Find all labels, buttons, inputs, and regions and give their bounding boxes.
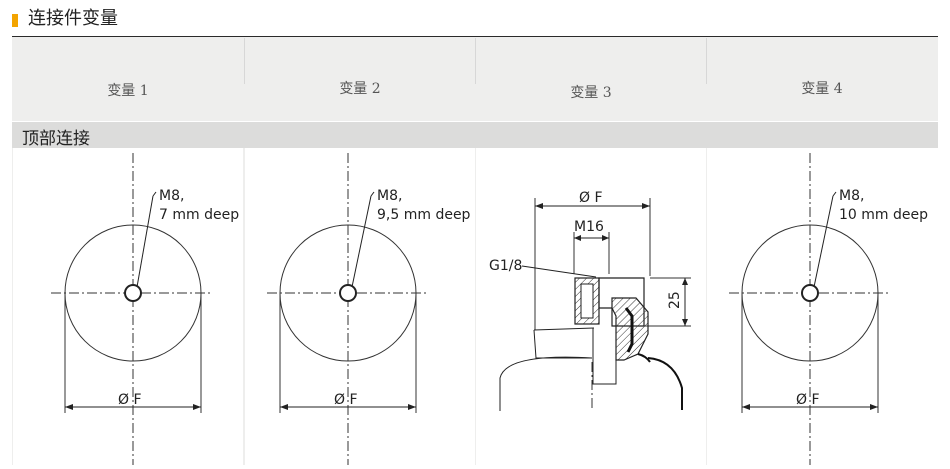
variant-4-label: 变量 4: [801, 81, 843, 97]
thread-callout: M8,: [377, 188, 402, 204]
thread-label: M16: [574, 219, 604, 235]
variant-separator: [244, 38, 245, 84]
variant-2-label: 变量 2: [339, 81, 381, 97]
depth-callout: 9,5 mm deep: [377, 207, 471, 223]
height-label: 25: [667, 291, 683, 309]
variant-1-header: 变量 1: [13, 38, 243, 99]
variant-3-drawing: Ø F M16 G1/8 25: [489, 190, 691, 411]
variant-1-label: 变量 1: [107, 83, 149, 99]
variant-3-label: 变量 3: [570, 85, 612, 101]
port-label: G1/8: [489, 258, 522, 274]
cap-outline: [598, 277, 645, 327]
variant-4-header: 变量 4: [707, 38, 937, 97]
variant-separator: [475, 38, 476, 84]
section-band: [12, 122, 938, 148]
body-outline: [533, 329, 592, 359]
drawing-panel-variant-1: M8, 7 mm deep Ø F: [13, 148, 243, 465]
thread-callout: M8,: [839, 188, 864, 204]
variant-separator: [706, 38, 707, 84]
diameter-label: Ø F: [334, 392, 358, 408]
diameter-label: Ø F: [579, 190, 603, 206]
title-bar: [0, 0, 950, 36]
depth-callout: 7 mm deep: [159, 207, 239, 223]
section-title: 顶部连接: [22, 129, 90, 149]
variant-1-drawing: M8, 7 mm deep Ø F: [51, 153, 239, 465]
bead-wire: [624, 307, 634, 353]
depth-callout: 10 mm deep: [839, 207, 928, 223]
drawing-panel-variant-2: M8, 9,5 mm deep Ø F: [245, 148, 475, 465]
drawing-panel-variant-3: Ø F M16 G1/8 25: [476, 148, 706, 465]
bellows-edge: [647, 357, 683, 410]
title-accent-mark: [12, 14, 18, 27]
variant-3-header: 变量 3: [476, 38, 706, 101]
diameter-label: Ø F: [118, 392, 142, 408]
leader-line: [136, 195, 154, 288]
seal-section: [611, 297, 649, 361]
title-rule: [12, 36, 938, 37]
thread-hole: [801, 284, 819, 302]
thread-callout: M8,: [159, 188, 184, 204]
thread-hole: [339, 284, 357, 302]
leader-line: [813, 195, 834, 288]
leader-line: [521, 265, 597, 278]
body-contour: [499, 356, 593, 411]
diameter-label: Ø F: [796, 392, 820, 408]
drawing-panel-variant-4: M8, 10 mm deep Ø F: [707, 148, 938, 465]
variant-4-drawing: M8, 10 mm deep Ø F: [729, 153, 928, 465]
variant-2-drawing: M8, 9,5 mm deep Ø F: [267, 153, 471, 465]
leader-line: [351, 195, 372, 288]
page-title: 连接件变量: [28, 8, 118, 29]
thread-hole: [124, 284, 142, 302]
variant-2-header: 变量 2: [245, 38, 475, 97]
